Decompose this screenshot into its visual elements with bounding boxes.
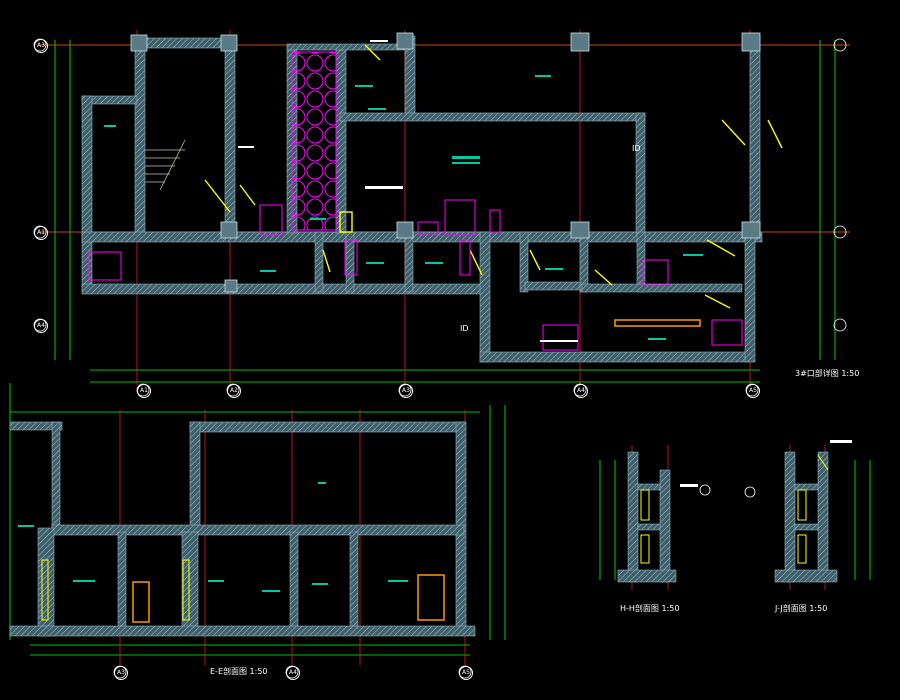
section-ee-grid-label-2: A4 <box>286 666 300 680</box>
section-ee-walls <box>9 421 476 637</box>
section-jj-title: J-J剖面图 1:50 <box>775 604 828 613</box>
plan-doors <box>204 44 783 309</box>
section-jj-walls <box>774 451 838 583</box>
plan-equipment <box>88 199 743 351</box>
section-ee-doors <box>132 574 445 623</box>
plan-walls <box>81 35 763 363</box>
circle-hatch-shaft <box>291 51 337 231</box>
section-jj-marker <box>744 486 756 498</box>
plan-columns <box>130 32 761 293</box>
section-hh-openings <box>640 489 650 564</box>
plan-view <box>33 30 850 397</box>
lintel-beam <box>614 319 701 327</box>
section-hh-walls <box>617 451 677 583</box>
grid-label-col-3: A3 <box>399 384 413 398</box>
grid-label-row-bottom: A4 <box>34 319 48 333</box>
grid-label-col-5: A5 <box>746 384 760 398</box>
section-ee-dimensions <box>9 383 506 656</box>
section-ee-openings <box>41 559 190 621</box>
grid-label-col-4: A4 <box>574 384 588 398</box>
section-ee-title: E-E剖面图 1:50 <box>210 667 268 676</box>
plan-stair <box>145 139 186 191</box>
plan-tag-id-1: ID <box>460 324 469 333</box>
section-jj-openings <box>797 454 829 564</box>
grid-label-row-mid: A1 <box>34 226 48 240</box>
plan-title: 3#口部详图 1:50 <box>795 369 860 378</box>
section-jj-callout <box>830 440 852 443</box>
section-ee-grid-label-1: A3 <box>114 666 128 680</box>
section-ee-tags <box>18 482 408 592</box>
section-jj-dimensions <box>854 460 871 580</box>
section-hh-dimensions <box>599 460 616 580</box>
section-ee-grid-label-3: A5 <box>459 666 473 680</box>
grid-label-row-top: A3 <box>34 39 48 53</box>
plan-tag-id-2: ID <box>632 144 641 153</box>
section-ee-view <box>9 383 506 679</box>
grid-label-col-2: A2 <box>227 384 241 398</box>
section-hh-callout <box>680 484 698 487</box>
section-hh-title: H-H剖面图 1:50 <box>620 604 680 613</box>
plan-callouts <box>238 40 578 342</box>
section-hh-marker <box>699 484 711 496</box>
section-hh-view <box>599 445 711 590</box>
plan-grid-bubbles <box>33 38 847 397</box>
section-jj-view <box>744 440 871 590</box>
plan-room-tags <box>104 75 703 340</box>
grid-label-col-1: A1 <box>137 384 151 398</box>
